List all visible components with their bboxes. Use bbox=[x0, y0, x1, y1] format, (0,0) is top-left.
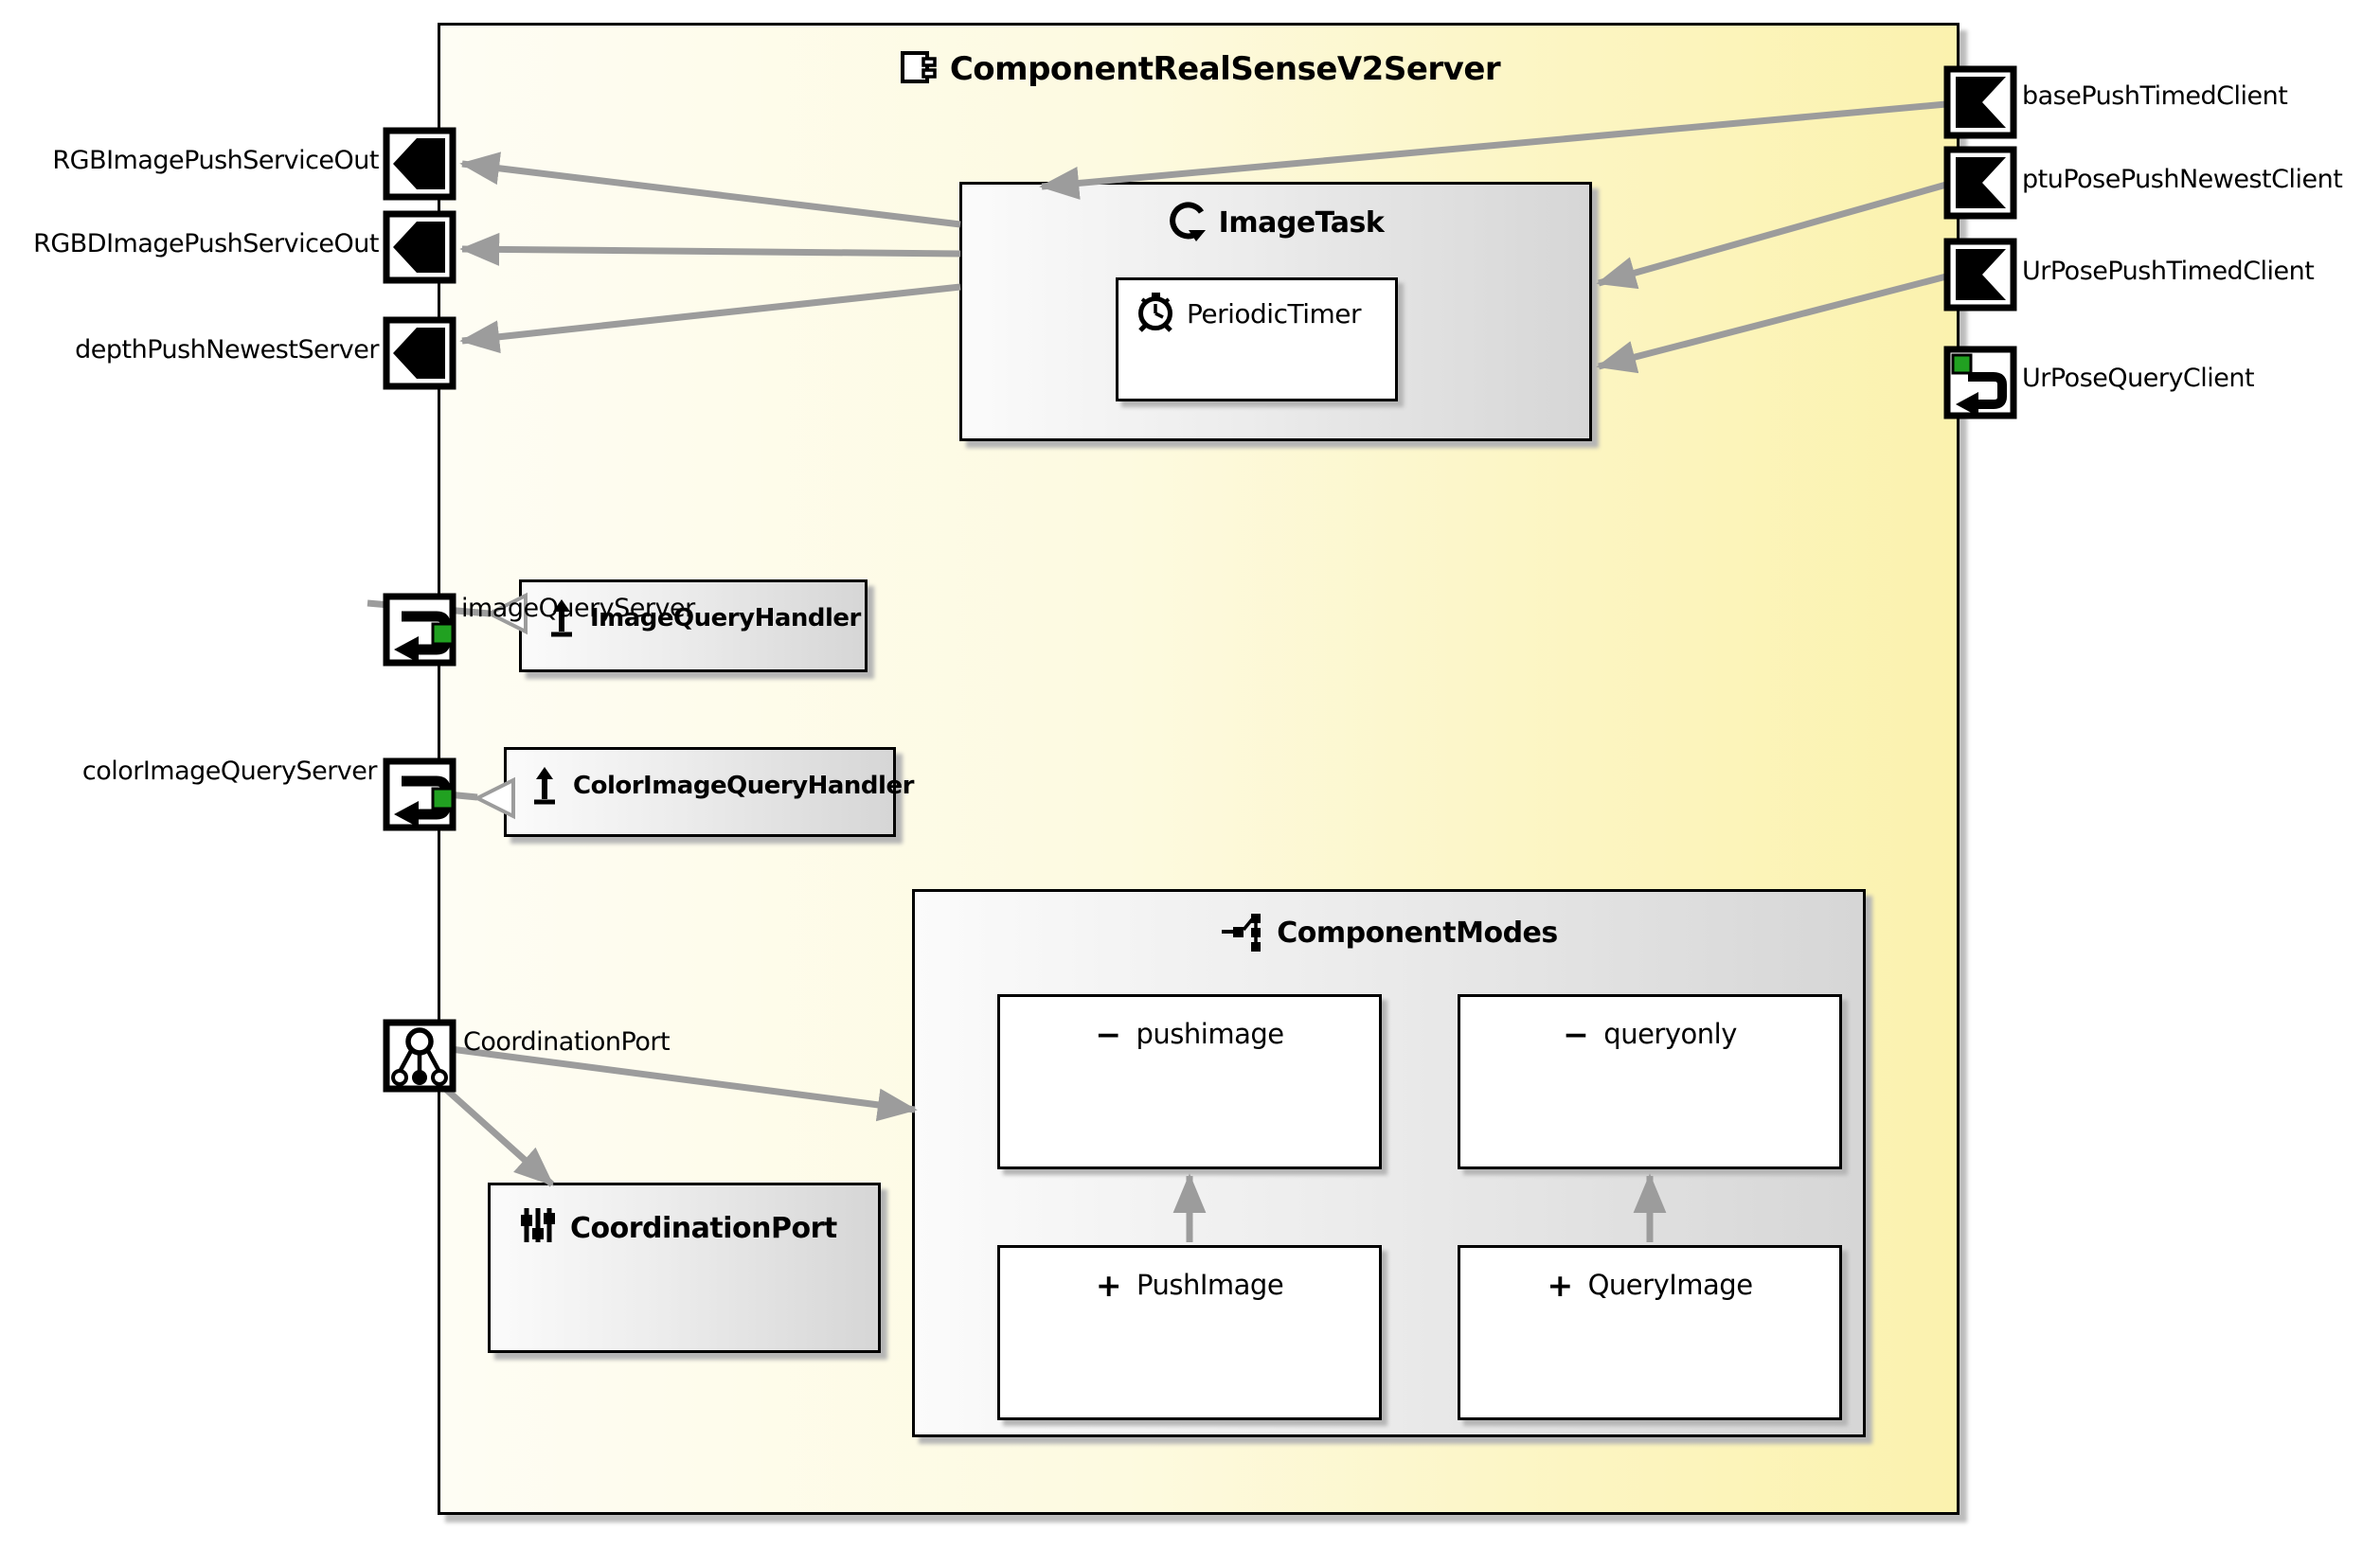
color-image-query-handler-box[interactable]: ColorImageQueryHandler bbox=[504, 747, 914, 837]
event-pushimage-label: PushImage bbox=[1136, 1269, 1284, 1301]
image-query-handler-title: ImageQueryHandler bbox=[590, 604, 861, 632]
mode-pushimage-label: pushimage bbox=[1136, 1018, 1285, 1050]
event-queryimage-row: + QueryImage bbox=[1460, 1248, 1839, 1301]
mode-pushimage-box[interactable]: − pushimage bbox=[997, 994, 1382, 1169]
coordination-port-box[interactable]: CoordinationPort bbox=[488, 1183, 881, 1353]
plus-icon: + bbox=[1095, 1266, 1122, 1304]
minus-icon: − bbox=[1563, 1015, 1589, 1053]
image-query-handler-box[interactable]: ImageQueryHandler bbox=[519, 579, 868, 672]
modes-tree-icon bbox=[1220, 907, 1267, 958]
image-task-title-row: ImageTask bbox=[962, 185, 1589, 245]
up-arrow-icon bbox=[543, 596, 581, 641]
color-image-query-handler-row: ColorImageQueryHandler bbox=[507, 750, 914, 809]
port-label-base-push-timed-client: basePushTimedClient bbox=[2022, 81, 2288, 111]
mode-queryonly-box[interactable]: − queryonly bbox=[1458, 994, 1842, 1169]
event-queryimage-label: QueryImage bbox=[1587, 1269, 1753, 1301]
port-label-coordination-port: CoordinationPort bbox=[463, 1027, 671, 1057]
port-label-rgbd-image-push-service-out: RGBDImagePushServiceOut bbox=[33, 229, 379, 258]
push-client-icon[interactable] bbox=[1943, 65, 2017, 139]
port-label-ptu-pose-push-newest-client: ptuPosePushNewestClient bbox=[2022, 165, 2343, 194]
push-service-out-icon[interactable] bbox=[383, 210, 456, 284]
minus-icon: − bbox=[1095, 1015, 1121, 1053]
push-service-out-icon[interactable] bbox=[383, 127, 456, 201]
port-label-rgb-image-push-service-out: RGBImagePushServiceOut bbox=[52, 146, 379, 175]
component-modes-title-row: ComponentModes bbox=[915, 892, 1863, 958]
periodic-timer-box[interactable]: PeriodicTimer bbox=[1116, 277, 1398, 401]
query-client-icon[interactable] bbox=[1943, 346, 2017, 419]
mode-queryonly-label: queryonly bbox=[1603, 1018, 1737, 1050]
coordination-port-box-row: CoordinationPort bbox=[491, 1185, 878, 1254]
port-label-color-image-query-server: colorImageQueryServer bbox=[81, 757, 378, 786]
up-arrow-icon bbox=[526, 763, 564, 809]
mode-queryonly-row: − queryonly bbox=[1460, 997, 1839, 1050]
coordination-port-box-title: CoordinationPort bbox=[570, 1211, 837, 1245]
port-label-ur-pose-push-timed-client: UrPosePushTimedClient bbox=[2022, 257, 2315, 286]
component-title: ComponentRealSenseV2Server bbox=[949, 50, 1501, 88]
alarm-clock-icon bbox=[1134, 290, 1177, 337]
mode-pushimage-row: − pushimage bbox=[1000, 997, 1379, 1050]
image-query-handler-row: ImageQueryHandler bbox=[522, 582, 865, 641]
query-server-icon[interactable] bbox=[383, 757, 456, 831]
query-server-icon[interactable] bbox=[383, 593, 456, 667]
color-image-query-handler-title: ColorImageQueryHandler bbox=[573, 772, 914, 800]
push-client-icon[interactable] bbox=[1943, 238, 2017, 312]
periodic-timer-row: PeriodicTimer bbox=[1118, 280, 1395, 337]
port-label-ur-pose-query-client: UrPoseQueryClient bbox=[2022, 364, 2255, 393]
event-queryimage-box[interactable]: + QueryImage bbox=[1458, 1245, 1842, 1420]
image-task-title: ImageTask bbox=[1218, 205, 1385, 240]
sliders-icon bbox=[515, 1202, 561, 1254]
coordination-port-icon[interactable] bbox=[383, 1019, 456, 1093]
periodic-timer-label: PeriodicTimer bbox=[1187, 297, 1362, 329]
uml-component-icon bbox=[897, 46, 939, 92]
event-pushimage-box[interactable]: + PushImage bbox=[997, 1245, 1382, 1420]
component-modes-title: ComponentModes bbox=[1277, 916, 1558, 950]
plus-icon: + bbox=[1547, 1266, 1573, 1304]
port-label-image-query-server: imageQueryServer bbox=[461, 594, 695, 623]
push-service-out-icon[interactable] bbox=[383, 316, 456, 390]
component-title-row: ComponentRealSenseV2Server bbox=[440, 26, 1957, 92]
push-client-icon[interactable] bbox=[1943, 146, 2017, 220]
event-pushimage-row: + PushImage bbox=[1000, 1248, 1379, 1301]
port-label-depth-push-newest-server: depthPushNewestServer bbox=[75, 335, 379, 365]
task-loop-icon bbox=[1168, 200, 1209, 245]
